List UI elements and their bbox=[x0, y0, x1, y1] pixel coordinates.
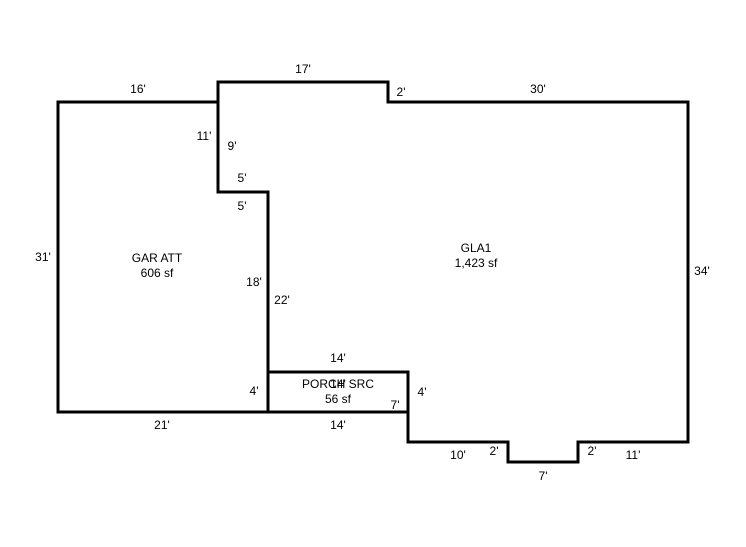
garage-room-name: GAR ATT bbox=[132, 251, 183, 265]
dim-step-right: 2' bbox=[397, 85, 406, 99]
living-room-area: 1,423 sf bbox=[455, 256, 498, 270]
dim-notch-inner: 9' bbox=[228, 139, 237, 153]
dim-bay-right: 2' bbox=[588, 444, 597, 458]
porch-room-name: PORCH SRC bbox=[302, 377, 374, 391]
living-room-name: GLA1 bbox=[461, 241, 492, 255]
dim-inner-wall: 22' bbox=[274, 293, 290, 307]
porch-outline bbox=[268, 370, 410, 412]
dim-bay-bottom: 7' bbox=[539, 469, 548, 483]
dim-porch-top: 14' bbox=[330, 351, 346, 365]
dim-porch-right: 4' bbox=[418, 385, 427, 399]
dim-bay-left: 2' bbox=[490, 444, 499, 458]
dim-porch-top-inner: 14' bbox=[330, 377, 346, 391]
dim-garage-right-lower: 4' bbox=[250, 384, 259, 398]
dim-step-upper: 5' bbox=[238, 171, 247, 185]
dim-garage-left: 31' bbox=[35, 250, 51, 264]
garage-interior-wall bbox=[216, 102, 270, 412]
dim-notch-left: 11' bbox=[197, 129, 212, 143]
garage-room-area: 606 sf bbox=[141, 266, 174, 280]
dim-garage-bottom: 21' bbox=[154, 418, 170, 432]
dim-main-top: 30' bbox=[530, 82, 546, 96]
dim-garage-top: 16' bbox=[130, 82, 146, 96]
dim-bottom-right: 11' bbox=[626, 448, 641, 462]
dim-porch-bottom: 14' bbox=[330, 418, 346, 432]
dim-notch-top: 17' bbox=[295, 62, 311, 76]
building-outline bbox=[56, 80, 690, 464]
dim-main-right: 34' bbox=[694, 264, 710, 278]
dim-porch-inner-right: 7' bbox=[391, 398, 400, 412]
dim-bottom-left: 10' bbox=[450, 448, 466, 462]
dim-step-lower: 5' bbox=[238, 199, 247, 213]
dim-garage-right: 18' bbox=[246, 275, 262, 289]
porch-room-area: 56 sf bbox=[325, 392, 352, 406]
